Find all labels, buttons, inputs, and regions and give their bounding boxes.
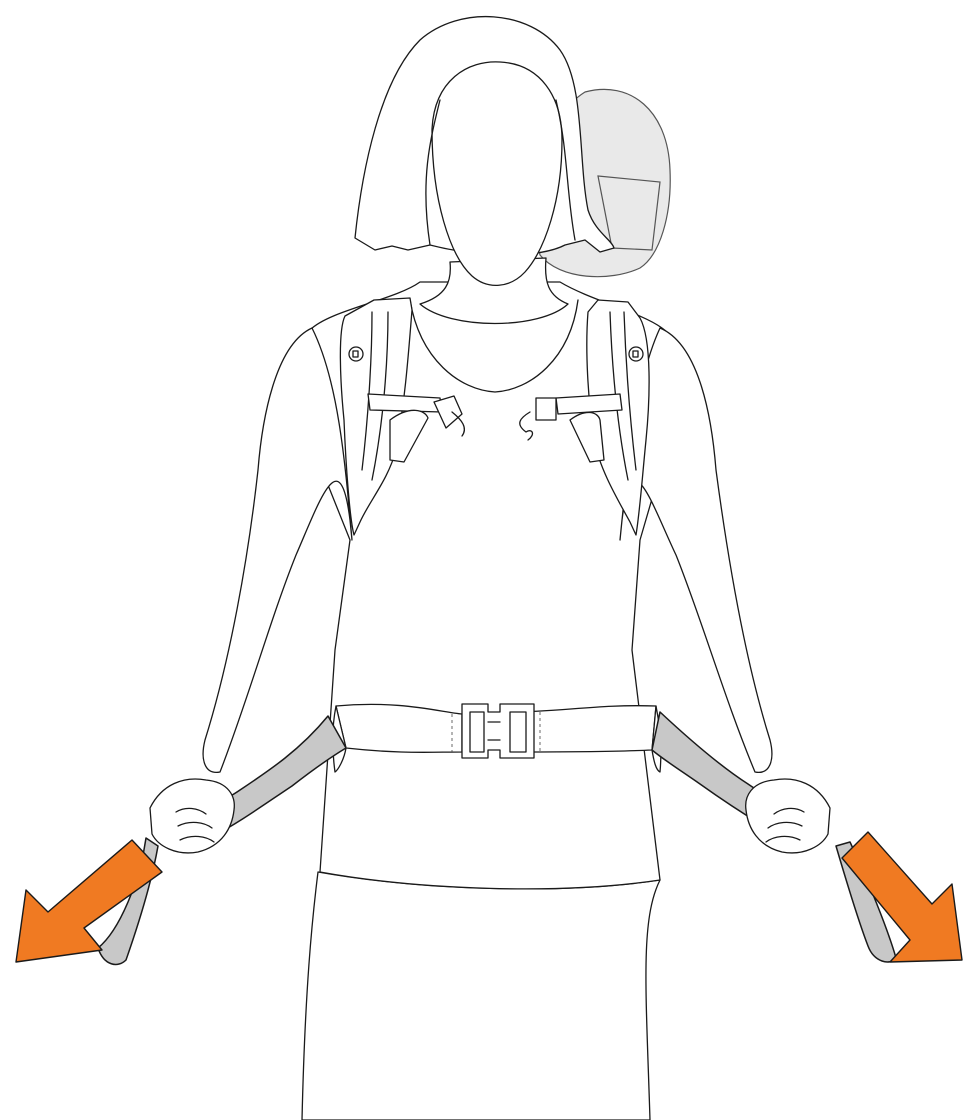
right-sternum-buckle [536, 398, 556, 420]
hip-belt-left-pad [336, 704, 462, 752]
left-arm [203, 328, 352, 772]
right-sternum-strap [556, 394, 622, 414]
head [355, 17, 614, 324]
right-hand [746, 779, 830, 853]
left-hand [150, 779, 234, 853]
skirt [302, 872, 660, 1120]
